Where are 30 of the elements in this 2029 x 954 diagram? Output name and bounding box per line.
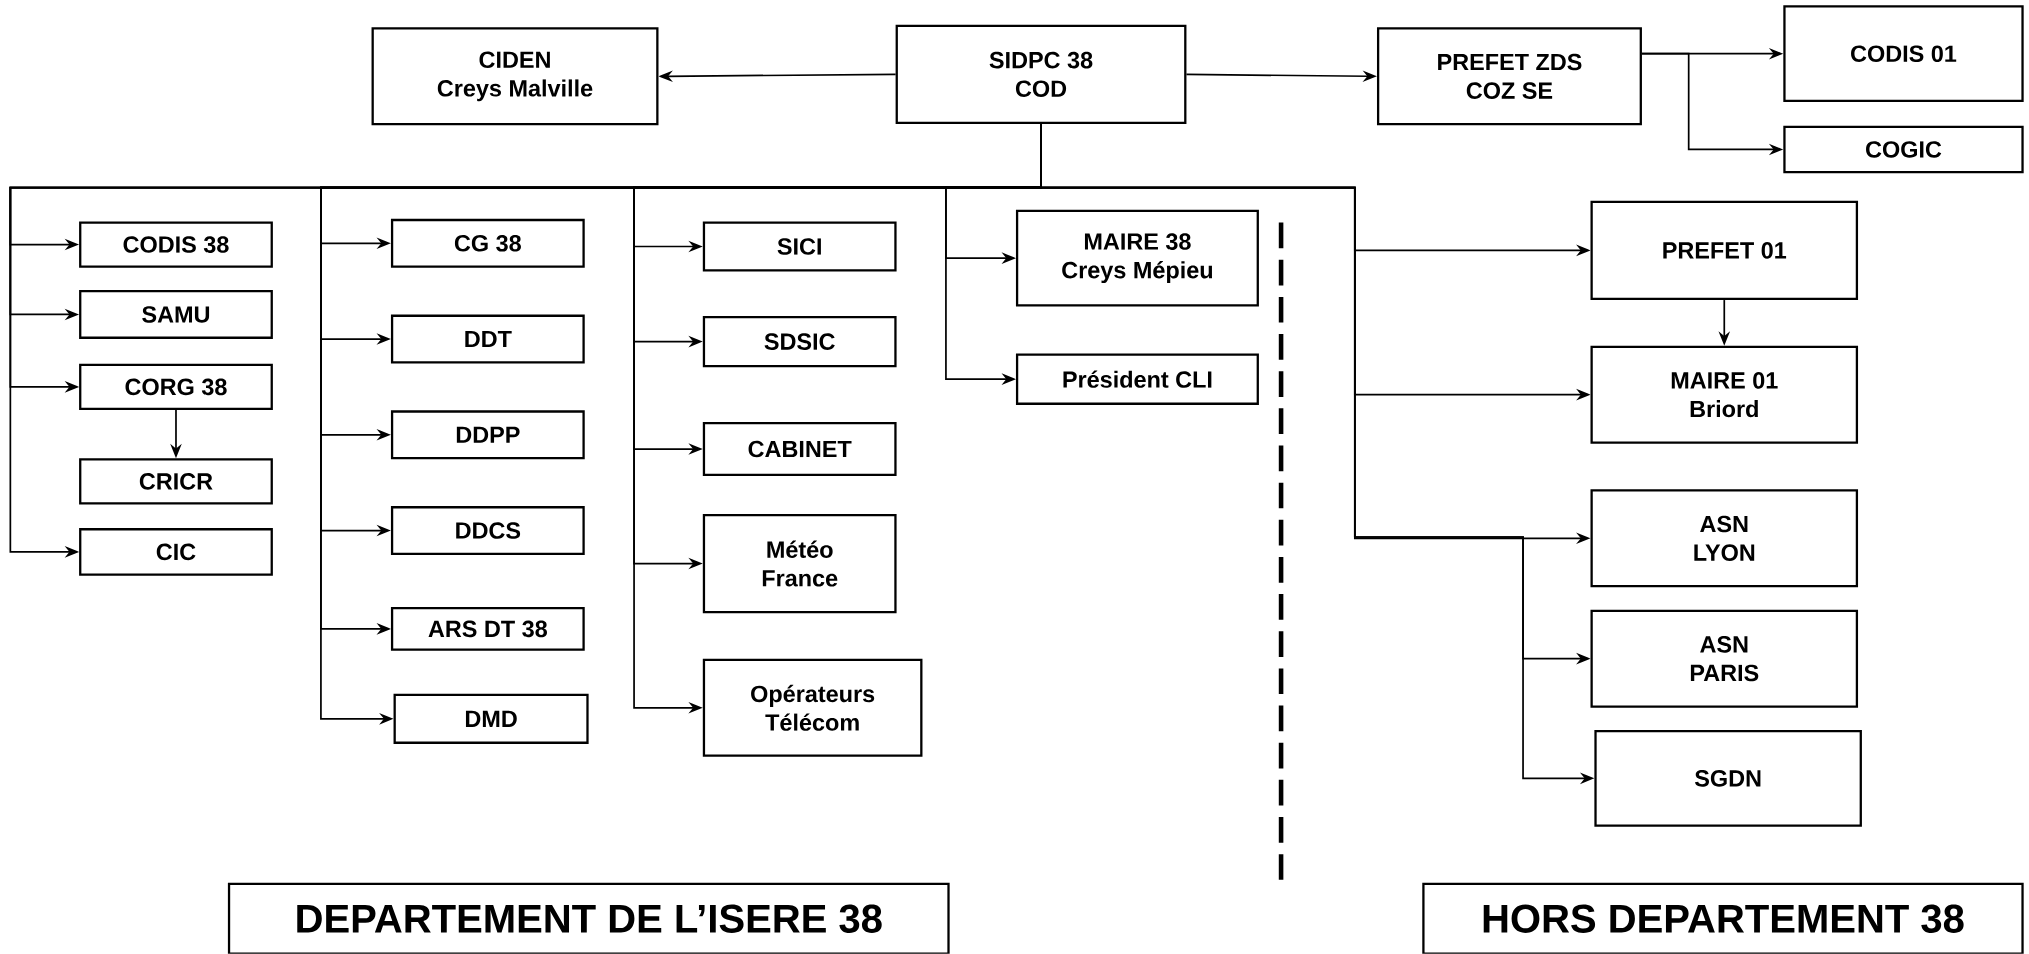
org-box: SICI (702, 221, 897, 272)
org-box: CIDEN Creys Malville (371, 27, 659, 126)
org-box: SIDPC 38 COD (895, 24, 1187, 125)
org-box: SDSIC (702, 316, 897, 368)
org-box: SGDN (1594, 730, 1862, 827)
org-box: CG 38 (390, 219, 585, 268)
org-box: ASN LYON (1590, 489, 1859, 588)
org-box: SAMU (79, 290, 273, 340)
org-box: Président CLI (1015, 353, 1259, 406)
org-box: CORG 38 (79, 363, 273, 411)
org-box: ASN PARIS (1590, 609, 1859, 708)
org-box: CODIS 01 (1783, 5, 2024, 103)
org-box: MAIRE 01 Briord (1590, 345, 1859, 444)
org-box: MAIRE 38 Creys Mépieu (1015, 209, 1259, 307)
org-box: CODIS 38 (79, 221, 273, 268)
org-box: COGIC (1783, 125, 2024, 174)
org-box: DDPP (390, 410, 585, 460)
region-title-box: HORS DEPARTEMENT 38 (1422, 882, 2024, 954)
org-box: CIC (79, 528, 273, 576)
region-title-box: DEPARTEMENT DE L’ISERE 38 (227, 882, 950, 954)
org-box: Opérateurs Télécom (702, 658, 923, 757)
org-box: DDT (390, 314, 585, 364)
org-box: ARS DT 38 (390, 607, 585, 651)
org-box: DMD (393, 693, 589, 745)
org-box: Météo France (702, 514, 897, 614)
org-box: CRICR (79, 458, 273, 505)
org-box: CABINET (702, 422, 897, 477)
org-box: PREFET ZDS COZ SE (1376, 27, 1642, 126)
org-box: DDCS (390, 506, 585, 556)
org-box: PREFET 01 (1590, 200, 1859, 301)
